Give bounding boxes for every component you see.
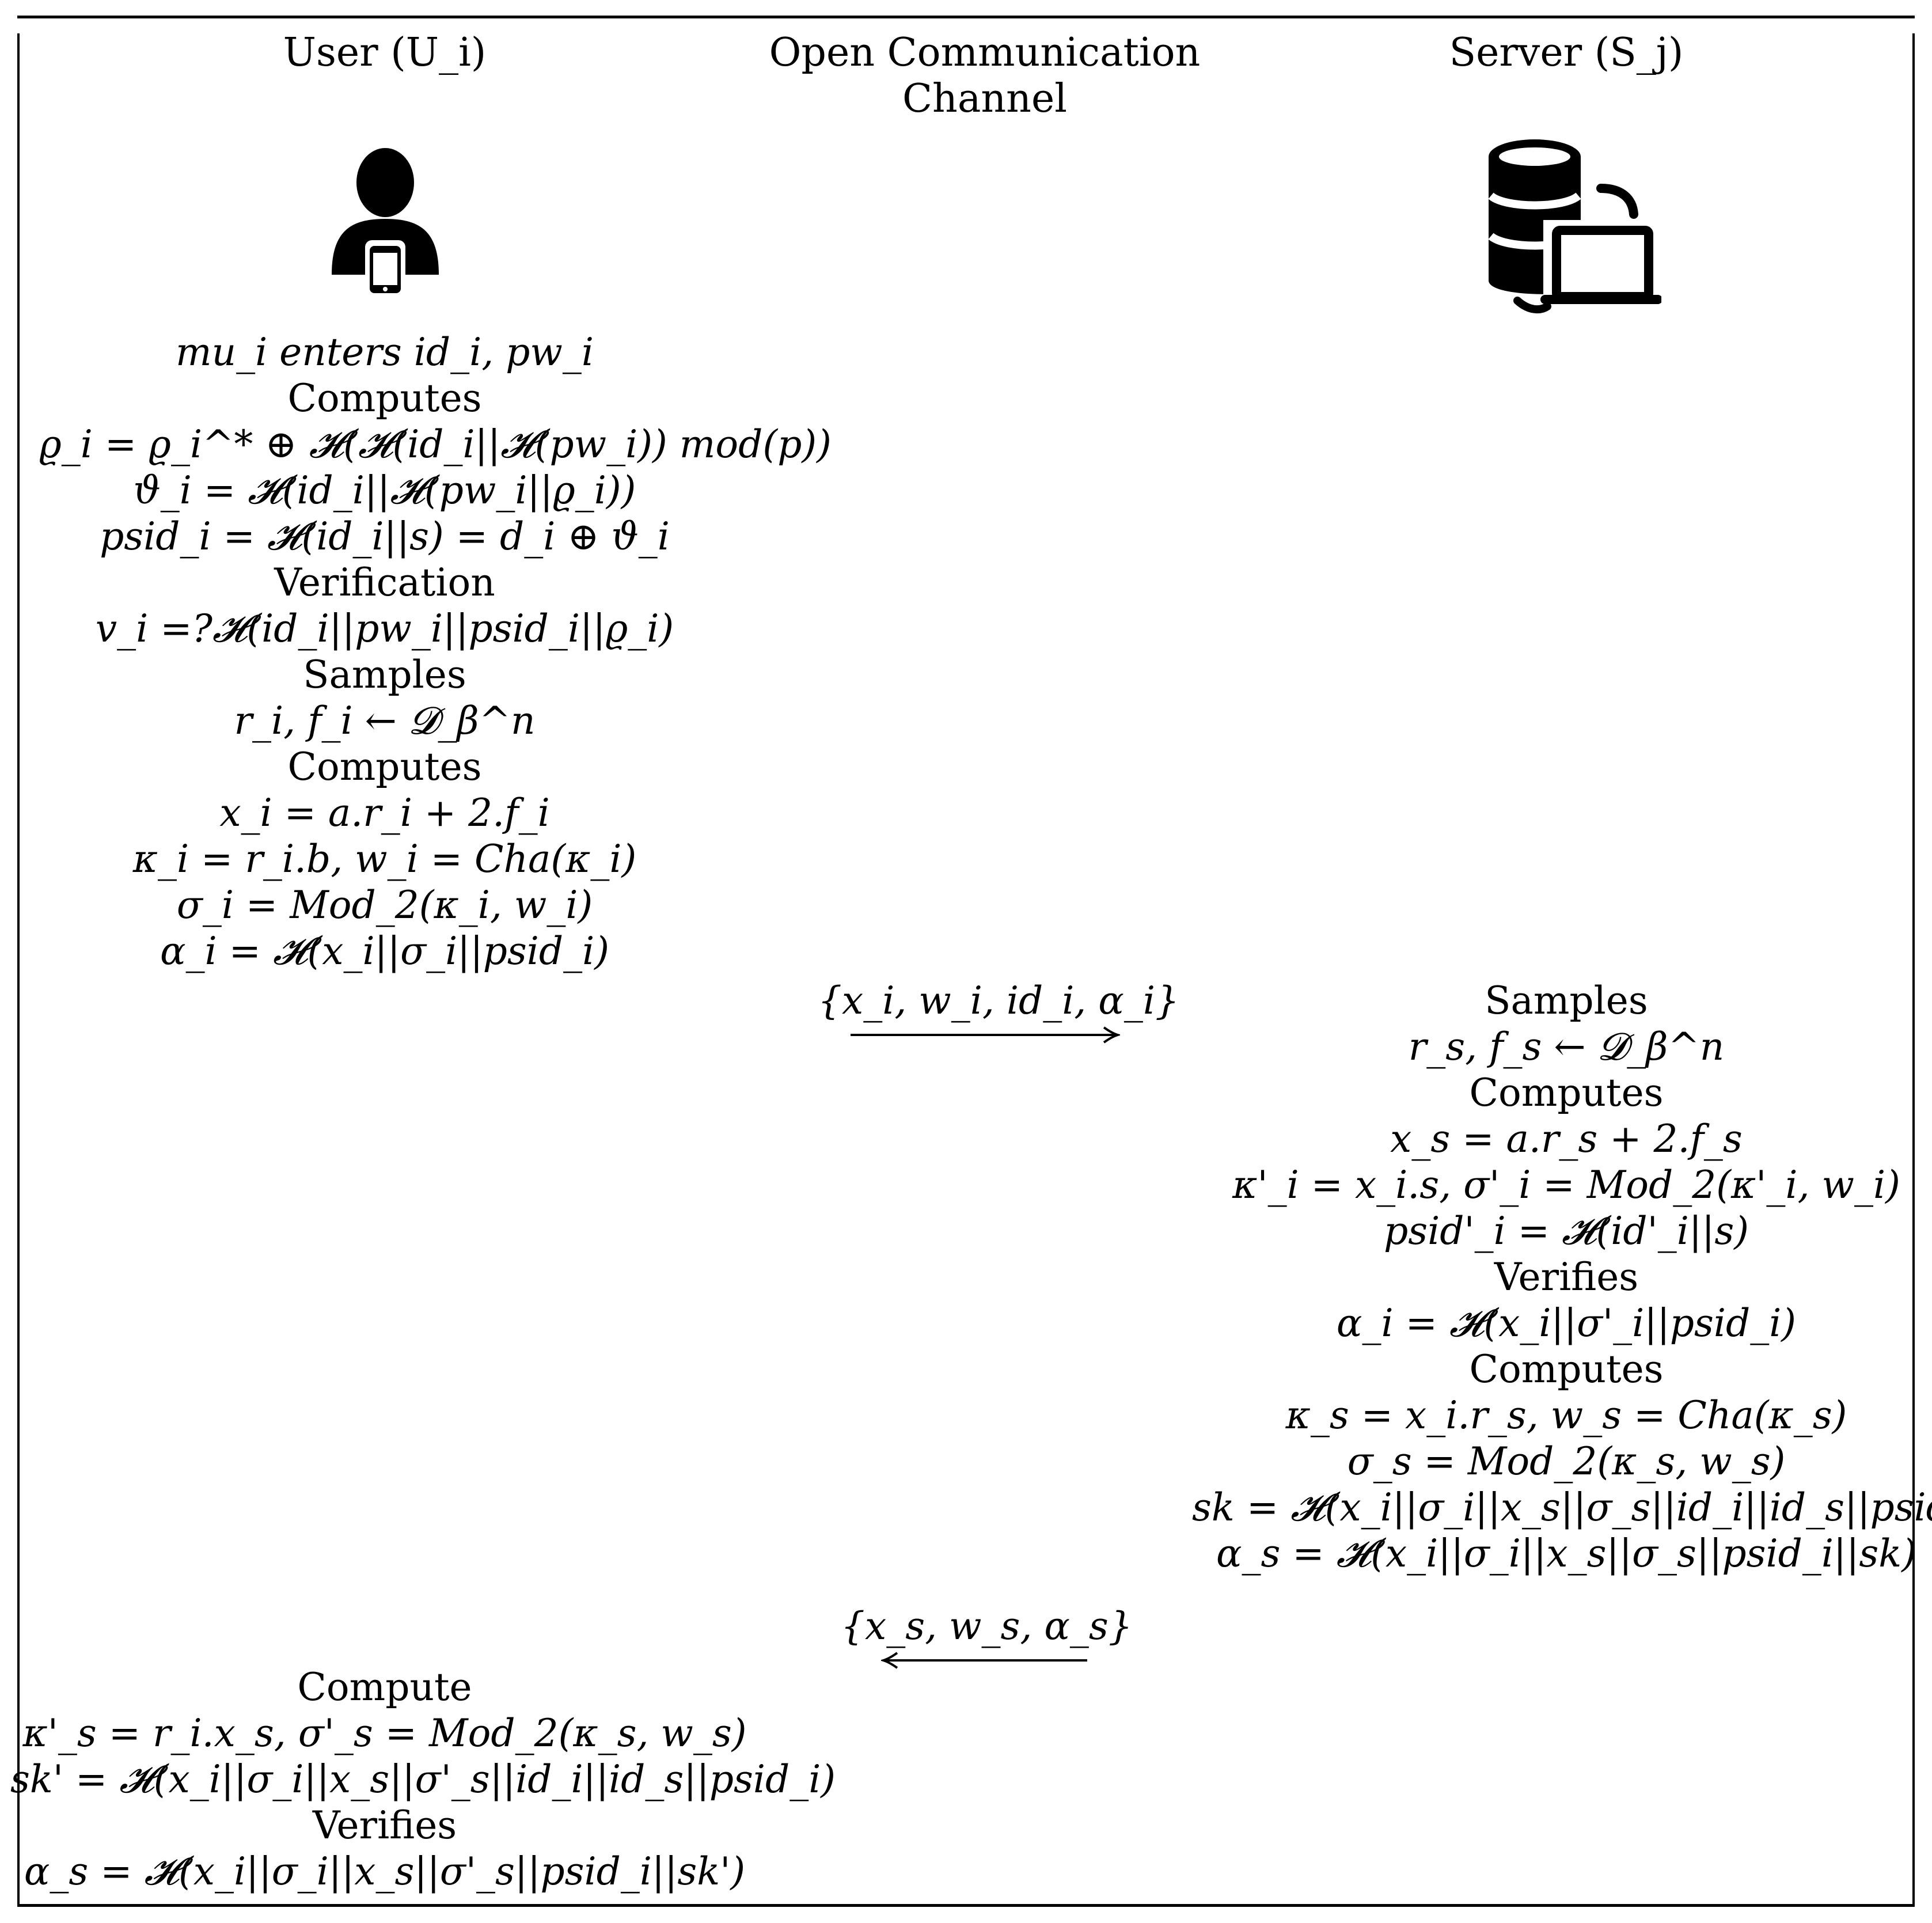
server-equation: r_s, f_s ← 𝓓_β^n bbox=[1408, 1025, 1725, 1069]
server-column-header: Server (S_j) bbox=[1449, 30, 1684, 75]
user-equation: psid_i = 𝓗(id_i||s) = d_i ⊕ ϑ_i bbox=[100, 514, 670, 559]
user-equation: sk' = 𝓗(x_i||σ_i||x_s||σ'_s||id_i||id_s|… bbox=[10, 1757, 836, 1801]
server-step-label: Computes bbox=[1469, 1347, 1664, 1391]
server-equation: psid'_i = 𝓗(id'_i||s) bbox=[1384, 1209, 1749, 1253]
user-equation: ϑ_i = 𝓗(id_i||𝓗(pw_i||ϱ_i)) bbox=[133, 468, 636, 513]
database-with-laptop-icon bbox=[1483, 134, 1661, 318]
user-phase2-stack: Compute κ'_s = r_i.x_s, σ'_s = Mod_2(κ_s… bbox=[10, 1664, 836, 1895]
frame-right-border bbox=[1912, 33, 1915, 1904]
server-equation: κ'_i = x_i.s, σ'_i = Mod_2(κ'_i, w_i) bbox=[1232, 1163, 1900, 1207]
user-step-label: Verifies bbox=[312, 1803, 457, 1848]
server-equation: σ_s = Mod_2(κ_s, w_s) bbox=[1347, 1439, 1786, 1484]
user-step-label: Computes bbox=[287, 745, 482, 789]
user-equation: σ_i = Mod_2(κ_i, w_i) bbox=[176, 883, 593, 927]
user-equation: κ'_s = r_i.x_s, σ'_s = Mod_2(κ_s, w_s) bbox=[22, 1711, 747, 1755]
channel-column-header: Open Communication Channel bbox=[769, 30, 1201, 122]
server-equation: α_s = 𝓗(x_i||σ_i||x_s||σ_s||psid_i||sk) bbox=[1216, 1531, 1917, 1576]
message-1-to-server: {x_i, w_i, id_i, α_i} bbox=[818, 978, 1179, 1044]
user-column-header: User (U_i) bbox=[283, 30, 487, 75]
frame-bottom-border bbox=[17, 1904, 1915, 1907]
user-equation: x_i = a.r_i + 2.f_i bbox=[219, 791, 550, 835]
right-arrow-icon bbox=[849, 1026, 1120, 1044]
user-equation: v_i =?𝓗(id_i||pw_i||psid_i||ϱ_i) bbox=[95, 606, 674, 651]
left-arrow-icon bbox=[881, 1652, 1088, 1669]
message-1-label: {x_i, w_i, id_i, α_i} bbox=[818, 978, 1179, 1023]
user-equation: κ_i = r_i.b, w_i = Cha(κ_i) bbox=[132, 837, 637, 881]
message-2-to-user: {x_s, w_s, α_s} bbox=[841, 1603, 1133, 1669]
message-2-label: {x_s, w_s, α_s} bbox=[841, 1604, 1133, 1648]
server-step-label: Verifies bbox=[1494, 1255, 1639, 1299]
user-equation: ϱ_i = ϱ_i^* ⊕ 𝓗(𝓗(id_i||𝓗(pw_i)) mod(p)) bbox=[39, 422, 832, 466]
server-equation: κ_s = x_i.r_s, w_s = Cha(κ_s) bbox=[1285, 1393, 1847, 1437]
user-with-phone-icon bbox=[327, 145, 443, 299]
user-equation: r_i, f_i ← 𝓓_β^n bbox=[234, 699, 536, 743]
user-step-label: Samples bbox=[303, 653, 466, 697]
server-equation: sk = 𝓗(x_i||σ_i||x_s||σ_s||id_i||id_s||p… bbox=[1192, 1485, 1932, 1530]
user-phase1-stack: mu_i enters id_i, pw_i Computes ϱ_i = ϱ_… bbox=[39, 329, 832, 974]
frame-left-border bbox=[17, 33, 20, 1904]
user-step-label: Verification bbox=[274, 560, 495, 605]
server-phase-stack: Samples r_s, f_s ← 𝓓_β^n Computes x_s = … bbox=[1192, 978, 1932, 1577]
server-equation: α_i = 𝓗(x_i||σ'_i||psid_i) bbox=[1336, 1301, 1797, 1345]
user-step-label: Computes bbox=[287, 376, 482, 420]
server-equation: x_s = a.r_s + 2.f_s bbox=[1390, 1117, 1743, 1161]
frame-top-border bbox=[17, 16, 1915, 18]
user-step-label: Compute bbox=[297, 1665, 472, 1709]
user-input-line: mu_i enters id_i, pw_i bbox=[176, 330, 594, 374]
user-equation: α_i = 𝓗(x_i||σ_i||psid_i) bbox=[160, 929, 609, 973]
server-step-label: Computes bbox=[1469, 1071, 1664, 1115]
server-step-label: Samples bbox=[1485, 978, 1648, 1023]
user-equation: α_s = 𝓗(x_i||σ_i||x_s||σ'_s||psid_i||sk'… bbox=[24, 1849, 746, 1894]
